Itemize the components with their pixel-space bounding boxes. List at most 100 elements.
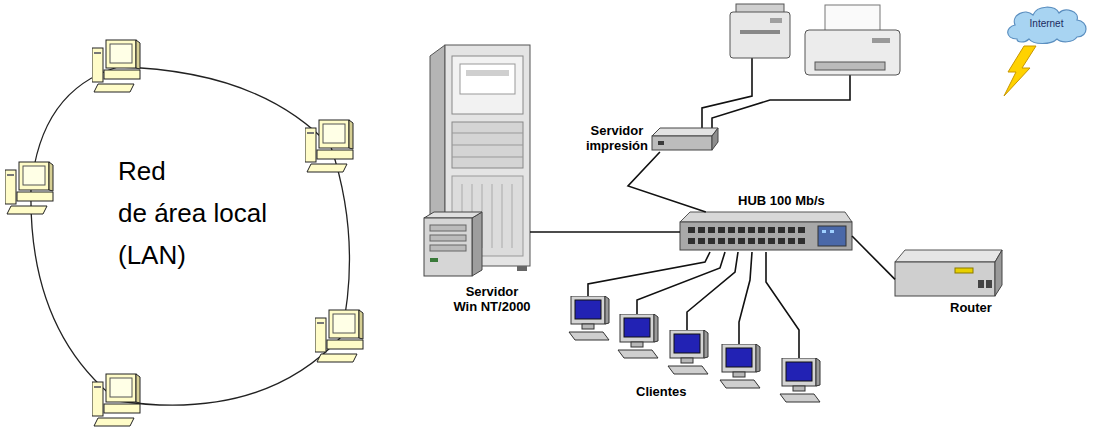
small-server	[424, 212, 482, 276]
hub-device	[698, 227, 705, 233]
client-wires	[687, 252, 738, 332]
server-tower	[517, 266, 527, 271]
small-server	[430, 235, 466, 241]
hub-device	[798, 238, 805, 244]
print-server-device	[652, 128, 718, 150]
hub-device	[788, 238, 795, 244]
hub-device	[768, 238, 775, 244]
small-server	[424, 212, 482, 218]
client-computers	[780, 358, 820, 402]
client-computers	[668, 330, 708, 374]
laser-printer	[730, 12, 790, 58]
cloud-shape	[1008, 7, 1086, 43]
hub-device	[788, 227, 795, 233]
client-wires	[766, 252, 799, 360]
hub-device	[778, 238, 785, 244]
internet-cloud-label-holder: Internet	[1030, 18, 1064, 30]
router-device	[986, 280, 992, 288]
internet-cloud: Internet	[1003, 3, 1090, 45]
client-computers	[720, 344, 760, 388]
router-device	[978, 280, 984, 288]
print-server-device	[652, 128, 718, 136]
lan-ring	[5, 162, 53, 214]
inkjet-printer	[872, 38, 890, 43]
lan-ring	[305, 120, 353, 172]
print-server-label-holder: Servidor impresión	[586, 123, 648, 153]
print-server-label: Servidor impresión	[586, 123, 648, 153]
hub-device	[718, 238, 725, 244]
client-wires	[739, 252, 752, 346]
router-device	[895, 262, 995, 296]
hub-device	[748, 238, 755, 244]
inkjet-printer	[825, 5, 880, 33]
client-computers	[618, 314, 658, 358]
hub-device	[798, 227, 805, 233]
small-server	[430, 225, 466, 231]
print-server: Servidor impresión	[652, 125, 718, 152]
hub-device	[708, 238, 715, 244]
hub-device	[778, 227, 785, 233]
laser-printer	[770, 18, 782, 23]
server-tower	[466, 70, 509, 76]
hub-device	[680, 222, 852, 250]
hub-device	[758, 238, 765, 244]
hub-device	[738, 227, 745, 233]
hub-device	[718, 227, 725, 233]
inkjet-printer	[805, 5, 900, 75]
network-hub-label-holder: HUB 100 Mb/s	[738, 193, 825, 208]
lan-ring	[31, 67, 350, 405]
hub-device	[688, 227, 695, 233]
hub-device	[688, 238, 695, 244]
hub-device	[738, 238, 745, 244]
client-computers	[569, 296, 820, 402]
clients-label-label-holder: Clientes	[636, 384, 687, 399]
internet-cloud-label: Internet	[1030, 18, 1064, 30]
server-tower	[512, 184, 513, 248]
client-computers	[569, 296, 609, 340]
hub-device	[768, 227, 775, 233]
server-tower	[460, 64, 515, 94]
small-server	[424, 218, 472, 276]
router-device	[895, 250, 1002, 296]
lightning-link	[1004, 46, 1036, 96]
lan-ring	[92, 40, 140, 92]
lightning-link	[1004, 46, 1036, 96]
laser-printer	[740, 30, 780, 34]
hub-device	[748, 227, 755, 233]
lan-ring	[315, 310, 363, 362]
lan-ring	[5, 40, 363, 426]
network-title-label: Red de área local (LAN)	[118, 150, 267, 276]
hub-device	[822, 230, 826, 233]
network-cable	[530, 231, 680, 233]
windows-server-label-holder: Servidor Win NT/2000	[453, 284, 530, 314]
network-title-label-holder: Red de área local (LAN)	[118, 150, 267, 276]
server-tower	[452, 133, 523, 134]
client-wires	[637, 252, 725, 316]
client-wires	[588, 252, 710, 298]
windows-server: Servidor Win NT/2000	[418, 40, 530, 280]
router-device	[895, 250, 1002, 262]
server-tower	[492, 184, 493, 248]
router-label: Router	[950, 300, 992, 315]
hub-device	[680, 212, 852, 222]
inkjet-printer	[815, 62, 885, 70]
printer-wires	[712, 75, 850, 129]
hub-device	[818, 226, 846, 246]
hub-device	[728, 238, 735, 244]
router-device	[955, 268, 973, 273]
hub-device	[698, 238, 705, 244]
server-tower	[452, 56, 523, 114]
inkjet-printer	[805, 30, 900, 75]
router-device	[995, 250, 1002, 296]
hub-device	[680, 212, 852, 250]
hub-device	[688, 227, 805, 244]
print-server-device	[712, 128, 718, 150]
hub-device	[830, 230, 834, 233]
small-server	[430, 245, 466, 251]
server-tower	[502, 184, 503, 248]
network-cable	[852, 236, 895, 279]
print-server-device	[652, 136, 712, 150]
hub-device	[708, 227, 715, 233]
